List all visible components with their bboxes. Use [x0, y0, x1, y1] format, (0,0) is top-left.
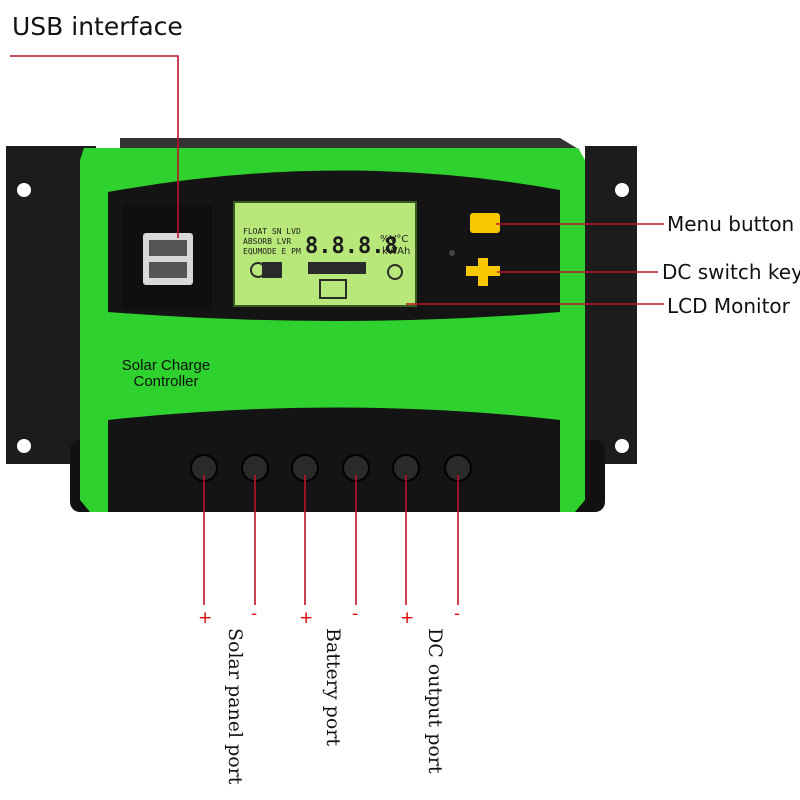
terminal-sign: +	[299, 608, 314, 628]
lcd-unit-row-2: kWAh	[382, 246, 410, 257]
terminal-panel	[108, 407, 560, 512]
mount-hole	[615, 183, 629, 197]
right-mounting-flange	[585, 146, 637, 464]
terminal-sign: +	[400, 608, 415, 628]
terminal-sign: -	[454, 604, 461, 624]
device-name-line-2: Controller	[133, 373, 199, 390]
menu-button	[470, 213, 500, 233]
lcd-row-3: EQUMODE E PM	[243, 247, 301, 256]
back-plate	[120, 138, 580, 150]
lcd-row-2: ABSORB LVR	[243, 237, 291, 246]
terminal-sign: -	[251, 604, 258, 624]
mount-hole	[17, 439, 31, 453]
callout-dc-switch-key: DC switch key	[662, 260, 800, 284]
status-led	[449, 250, 455, 256]
label-solar-panel-port: Solar panel port	[224, 628, 246, 785]
callout-usb-interface: USB interface	[12, 12, 183, 41]
device-name: Solar Charge Controller	[104, 358, 228, 390]
lcd-unit-row-1: %V°C	[380, 234, 408, 245]
device-name-line-1: Solar Charge	[121, 357, 211, 374]
lcd-row-1: FLOAT SN LVD	[243, 227, 301, 236]
usb-leader-line	[10, 55, 179, 238]
dc-switch-key	[466, 258, 500, 286]
mount-hole	[17, 183, 31, 197]
lcd-screen	[233, 201, 417, 307]
usb-port-slot	[149, 262, 187, 278]
terminal-sign: +	[198, 608, 213, 628]
bulb-icon	[387, 264, 403, 280]
battery-icon	[319, 279, 347, 299]
solar-panel-icon	[262, 262, 282, 278]
terminal-sign: -	[352, 604, 359, 624]
mount-hole	[615, 439, 629, 453]
leader-lines	[10, 55, 664, 605]
callout-menu-button: Menu button	[667, 212, 795, 236]
usb-port-slot	[149, 240, 187, 256]
callout-lcd-monitor: LCD Monitor	[667, 294, 790, 318]
lcd-battery-bar	[308, 262, 366, 274]
lcd-digits: 8.8.8.8	[305, 234, 398, 259]
label-dc-output-port: DC output port	[424, 628, 446, 774]
label-battery-port: Battery port	[322, 628, 344, 746]
